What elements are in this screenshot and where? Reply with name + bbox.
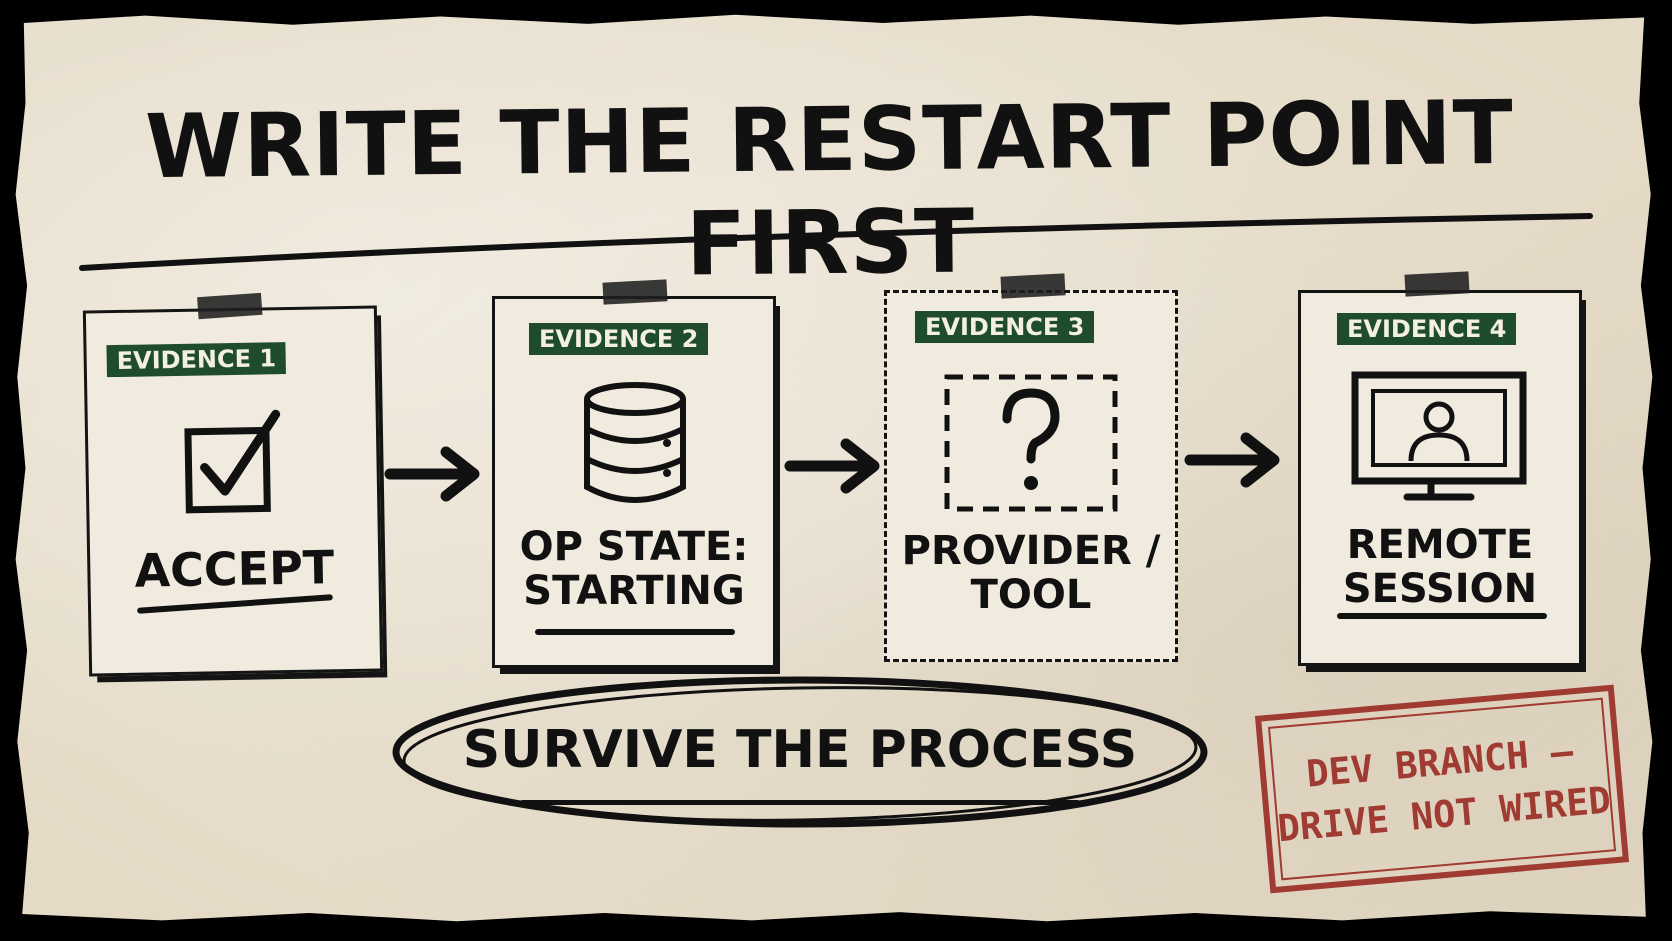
evidence-card-4: EVIDENCE 4 REMOTE SESSION bbox=[1298, 271, 1582, 666]
tape bbox=[1404, 271, 1470, 297]
arrow-right-icon bbox=[384, 446, 480, 502]
evidence-badge-3: EVIDENCE 3 bbox=[915, 311, 1095, 343]
tape bbox=[602, 279, 668, 305]
checkbox-checked-icon bbox=[184, 409, 281, 514]
card-underline bbox=[1337, 613, 1547, 619]
stamp-text: DEV BRANCH — DRIVE NOT WIRED bbox=[1275, 729, 1613, 851]
center-underline bbox=[520, 800, 1080, 805]
card-label-provider-tool: PROVIDER / TOOL bbox=[901, 528, 1161, 618]
evidence-card-2: EVIDENCE 2 OP STATE: STARTING bbox=[492, 279, 776, 668]
database-icon bbox=[584, 382, 686, 503]
evidence-card-1: EVIDENCE 1 ACCEPT bbox=[82, 292, 384, 677]
evidence-badge-1: EVIDENCE 1 bbox=[106, 342, 287, 378]
question-mark-icon bbox=[944, 374, 1118, 512]
card-underline bbox=[535, 629, 735, 635]
evidence-badge-4: EVIDENCE 4 bbox=[1337, 313, 1517, 345]
monitor-user-icon bbox=[1351, 371, 1527, 501]
arrow-right-icon bbox=[1184, 432, 1280, 488]
center-label: SURVIVE THE PROCESS bbox=[462, 720, 1138, 780]
tape bbox=[197, 292, 263, 320]
evidence-badge-2: EVIDENCE 2 bbox=[529, 323, 709, 355]
survive-the-process-ellipse: SURVIVE THE PROCESS bbox=[380, 668, 1220, 836]
tape bbox=[1000, 273, 1066, 299]
card-label-accept: ACCEPT bbox=[134, 540, 335, 598]
card-label-remote-session: REMOTE SESSION bbox=[1342, 522, 1538, 612]
evidence-card-3: EVIDENCE 3 PROVIDER / TOOL bbox=[884, 273, 1178, 662]
dev-branch-stamp: DEV BRANCH — DRIVE NOT WIRED bbox=[1254, 684, 1630, 894]
arrow-right-icon bbox=[784, 438, 880, 494]
card-label-op-state: OP STATE: STARTING bbox=[519, 524, 749, 614]
hand-drawn-ellipse bbox=[392, 676, 1208, 828]
